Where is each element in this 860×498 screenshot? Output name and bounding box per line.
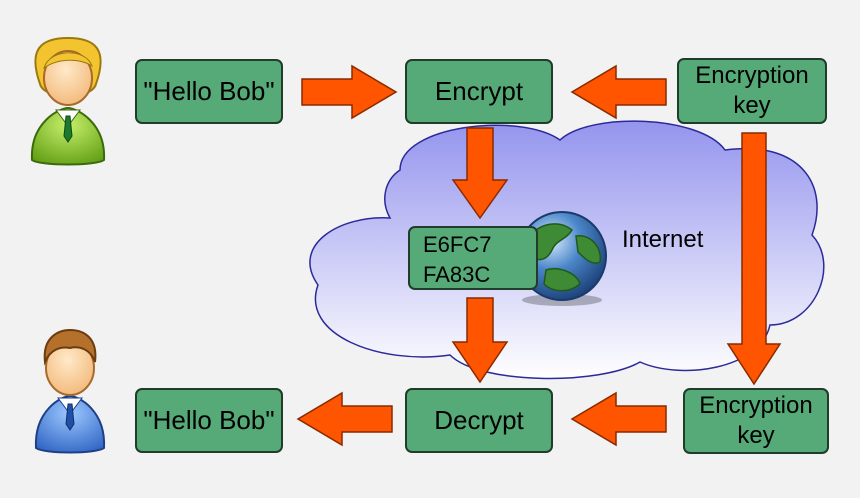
ciphertext-line1: E6FC7 [423,232,492,257]
decryption-key-line1: Encryption [699,392,813,419]
encryption-key-box-bottom: Encryption key [683,388,829,454]
decrypt-box: Decrypt [405,388,553,453]
ciphertext-box: E6FC7 FA83C [408,226,538,290]
arrow-cipher-to-decrypt [451,297,509,384]
internet-label: Internet [622,226,704,253]
globe-icon [517,211,607,306]
encryption-key-box-top: Encryption key [677,58,827,124]
arrow-key-to-decrypt [570,391,667,447]
arrow-encrypt-to-cipher [451,127,509,220]
person-icon-female-green [30,36,106,166]
sender-message: "Hello Bob" [143,76,275,106]
person-icon-male-blue [34,328,106,454]
decrypt-label: Decrypt [434,405,524,435]
receiver-message: "Hello Bob" [143,405,275,435]
receiver-message-box: "Hello Bob" [135,388,283,453]
encrypt-box: Encrypt [405,59,553,124]
arrow-key-to-key [726,132,782,386]
decryption-key-line2: key [737,422,775,449]
encrypt-label: Encrypt [434,76,524,106]
encryption-key-line1: Encryption [695,62,809,89]
arrow-message-to-encrypt [301,64,398,120]
ciphertext-line2: FA83C [423,262,491,287]
arrow-decrypt-to-message [296,391,393,447]
sender-message-box: "Hello Bob" [135,59,283,124]
arrow-key-to-encrypt [570,64,667,120]
encryption-key-line2: key [733,92,771,119]
